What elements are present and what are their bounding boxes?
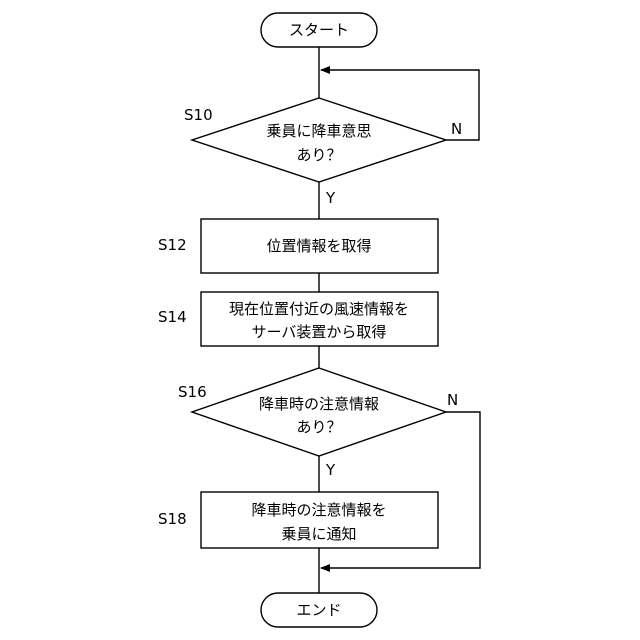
s16-text-line1: 降車時の注意情報 [259,395,379,413]
s14-text-line2: サーバ装置から取得 [252,323,387,341]
s12-text-line1: 位置情報を取得 [266,237,371,255]
end-label: エンド [296,601,341,619]
s10-text-line2: あり？ [296,146,341,164]
s18-step-id: S18 [158,510,187,528]
s12-step-id: S12 [158,236,187,254]
s16-text-line2: あり？ [296,418,341,436]
s18-text-line2: 乗員に通知 [281,525,356,543]
s10-yes-label: Y [325,189,336,207]
s14-text-line1: 現在位置付近の風速情報を [229,300,409,318]
s10-step-id: S10 [184,106,213,124]
s18-text-line1: 降車時の注意情報を [251,501,386,519]
s16-no-label: N [447,391,458,409]
s10-decision [192,98,446,182]
s16-step-id: S16 [178,383,207,401]
start-label: スタート [289,21,349,39]
s16-yes-label: Y [325,461,336,479]
s10-text-line1: 乗員に降車意思 [266,122,371,140]
s10-no-label: N [451,120,462,138]
s14-step-id: S14 [158,308,187,326]
